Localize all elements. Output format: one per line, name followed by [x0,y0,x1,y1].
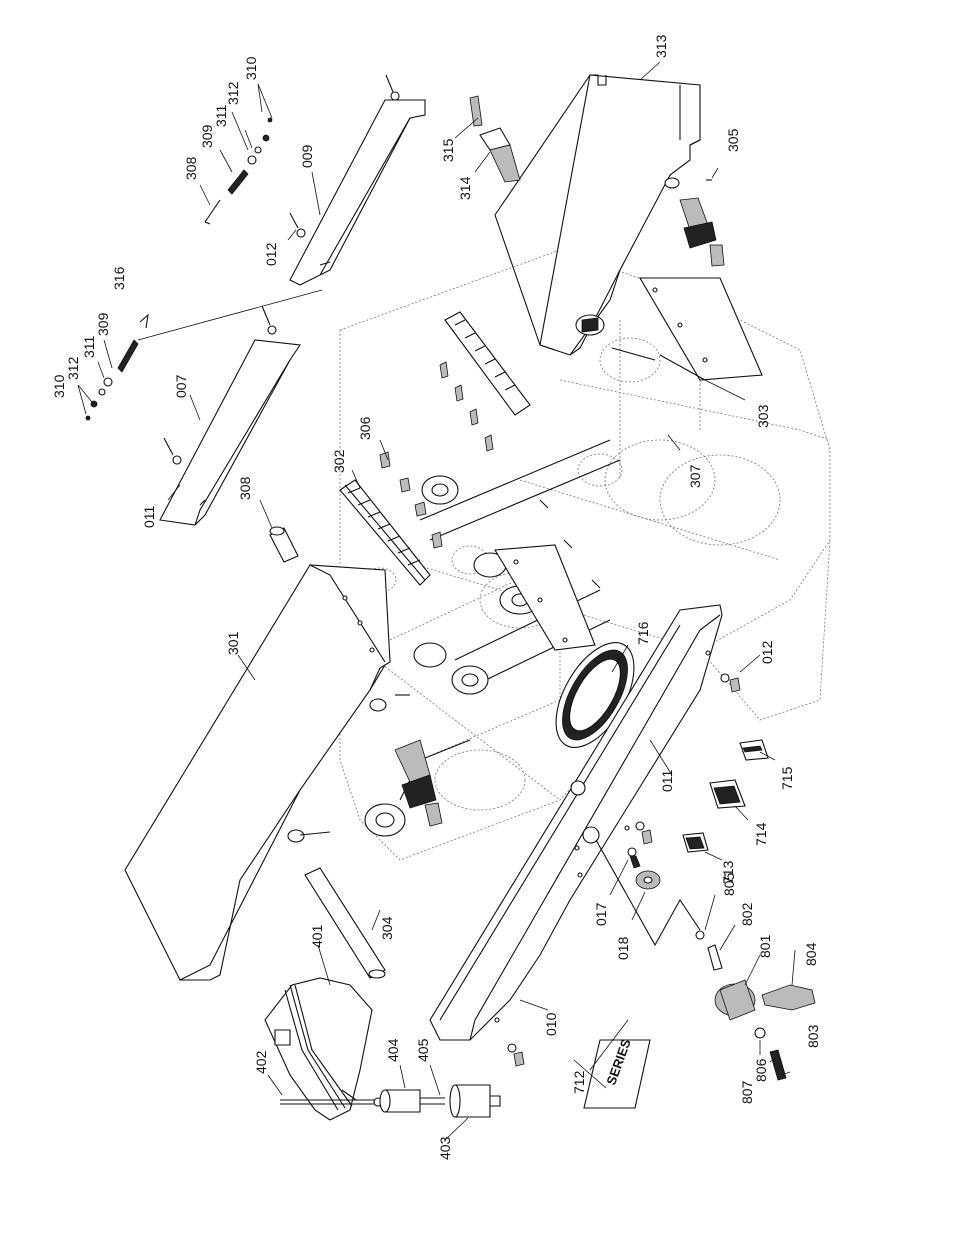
part-label-311-top: 311 [213,104,229,127]
spring-assembly-top [205,118,272,224]
decal-714 [710,780,745,808]
plate-center [495,500,600,650]
part-label-401: 401 [309,924,325,948]
part-label-312-top: 312 [225,81,241,105]
blade-guard-401 [265,978,372,1120]
roller-308 [270,527,298,562]
part-label-310-left: 310 [51,374,67,398]
knob-018 [628,848,660,889]
knife-strip-upper [440,312,530,451]
part-label-405: 405 [415,1038,431,1062]
part-label-311-left: 311 [81,335,97,358]
part-label-301: 301 [225,631,241,655]
part-label-018: 018 [615,936,631,960]
part-label-314: 314 [457,176,473,200]
eccentric-handle-right [680,180,724,266]
part-label-309-left: 309 [95,312,111,336]
part-label-404: 404 [385,1038,401,1062]
part-label-804: 804 [803,942,819,966]
part-labels: 313 305 315 314 310 312 311 309 308 009 … [51,34,821,1160]
plate-303 [612,278,762,380]
part-label-716: 716 [635,621,651,645]
infeed-table-301 [125,565,410,980]
part-label-803: 803 [805,1024,821,1048]
decal-715 [740,740,768,760]
part-label-715: 715 [779,766,795,790]
part-label-402: 402 [253,1050,269,1074]
part-label-009: 009 [299,144,315,168]
part-label-806: 806 [753,1058,769,1082]
decal-712: SERIES [584,1037,650,1108]
knife-strip-302 [340,452,442,585]
rod-304 [305,868,385,978]
part-label-802: 802 [739,902,755,926]
part-label-302: 302 [331,449,347,473]
part-label-712: 712 [571,1070,587,1094]
part-label-316: 316 [111,266,127,290]
part-label-805: 805 [721,872,737,896]
part-label-308-top: 308 [183,156,199,180]
fence-rail-007 [160,306,300,525]
part-label-010: 010 [543,1012,559,1036]
part-label-403: 403 [437,1136,453,1160]
part-label-714: 714 [753,822,769,846]
part-label-306: 306 [357,416,373,440]
guard-post-403 [450,1085,500,1117]
part-label-011-bottom: 011 [659,769,675,792]
part-label-315: 315 [440,138,456,162]
part-label-012-top: 012 [263,242,279,266]
part-label-012-right: 012 [759,640,775,664]
part-label-307: 307 [687,464,703,488]
decal-713 [683,833,708,852]
part-label-308-mid: 308 [237,476,253,500]
part-label-313: 313 [653,34,669,58]
part-label-304: 304 [379,916,395,940]
part-label-801: 801 [757,934,773,958]
fence-rail-009 [290,75,425,285]
part-label-007: 007 [173,374,189,398]
part-label-011-top: 011 [141,505,157,528]
part-label-017: 017 [593,902,609,926]
part-label-305: 305 [725,128,741,152]
part-label-309-top: 309 [199,124,215,148]
part-label-312-left: 312 [65,356,81,380]
part-label-310-top: 310 [243,56,259,80]
part-label-303: 303 [755,404,771,428]
guard-post-404 [380,1090,445,1112]
part-label-807: 807 [739,1080,755,1104]
